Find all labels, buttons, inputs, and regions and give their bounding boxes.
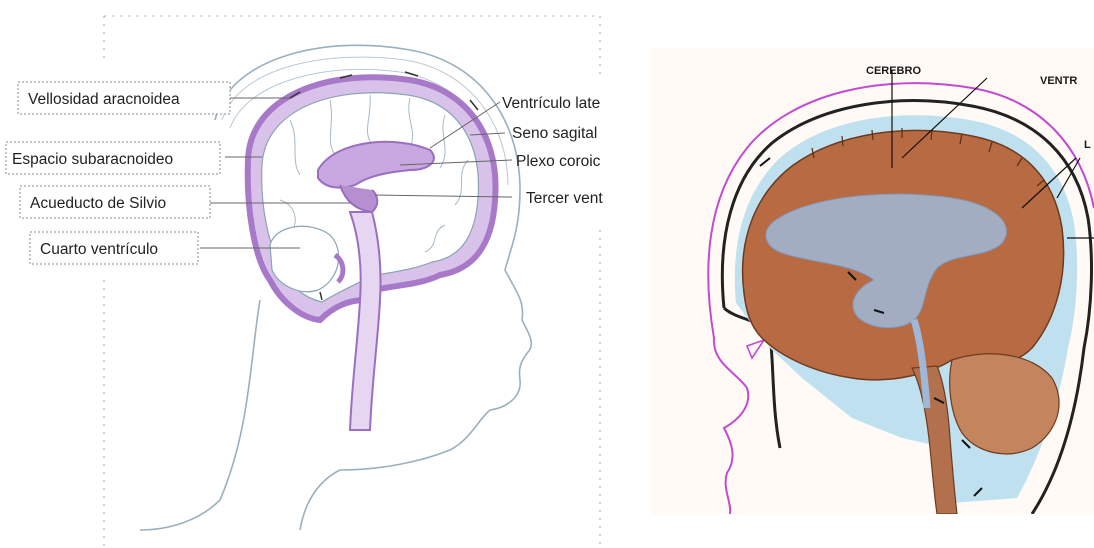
label-cuarto: Cuarto ventrículo (40, 241, 158, 258)
label-vellosidad: Vellosidad aracnoidea (28, 91, 180, 108)
eye-shape (747, 340, 764, 358)
label-espacio: Espacio subaracnoideo (12, 151, 173, 168)
label-l-cut: L (1084, 139, 1091, 151)
cerebellum (270, 226, 339, 291)
face-profile (714, 338, 748, 514)
label-cerebro: CEREBRO (866, 65, 921, 77)
head-csf-sketch: Vellosidad aracnoidea Espacio subaracnoi… (0, 0, 620, 548)
label-seno-sagital: Seno sagital (512, 125, 597, 142)
label-ventriculo-cut: VENTR (1040, 75, 1077, 87)
label-ventriculo-lateral: Ventrículo late (502, 95, 600, 112)
label-acueducto: Acueducto de Silvio (30, 195, 166, 212)
label-tercer-ventriculo: Tercer vent (526, 190, 603, 207)
brain-csf-illustration: CEREBRO VENTR L (652, 48, 1094, 514)
right-diagram-panel: CEREBRO VENTR L (652, 48, 1094, 514)
left-diagram-panel: Vellosidad aracnoidea Espacio subaracnoi… (0, 0, 620, 548)
label-plexo-coroideo: Plexo coroic (516, 153, 601, 170)
